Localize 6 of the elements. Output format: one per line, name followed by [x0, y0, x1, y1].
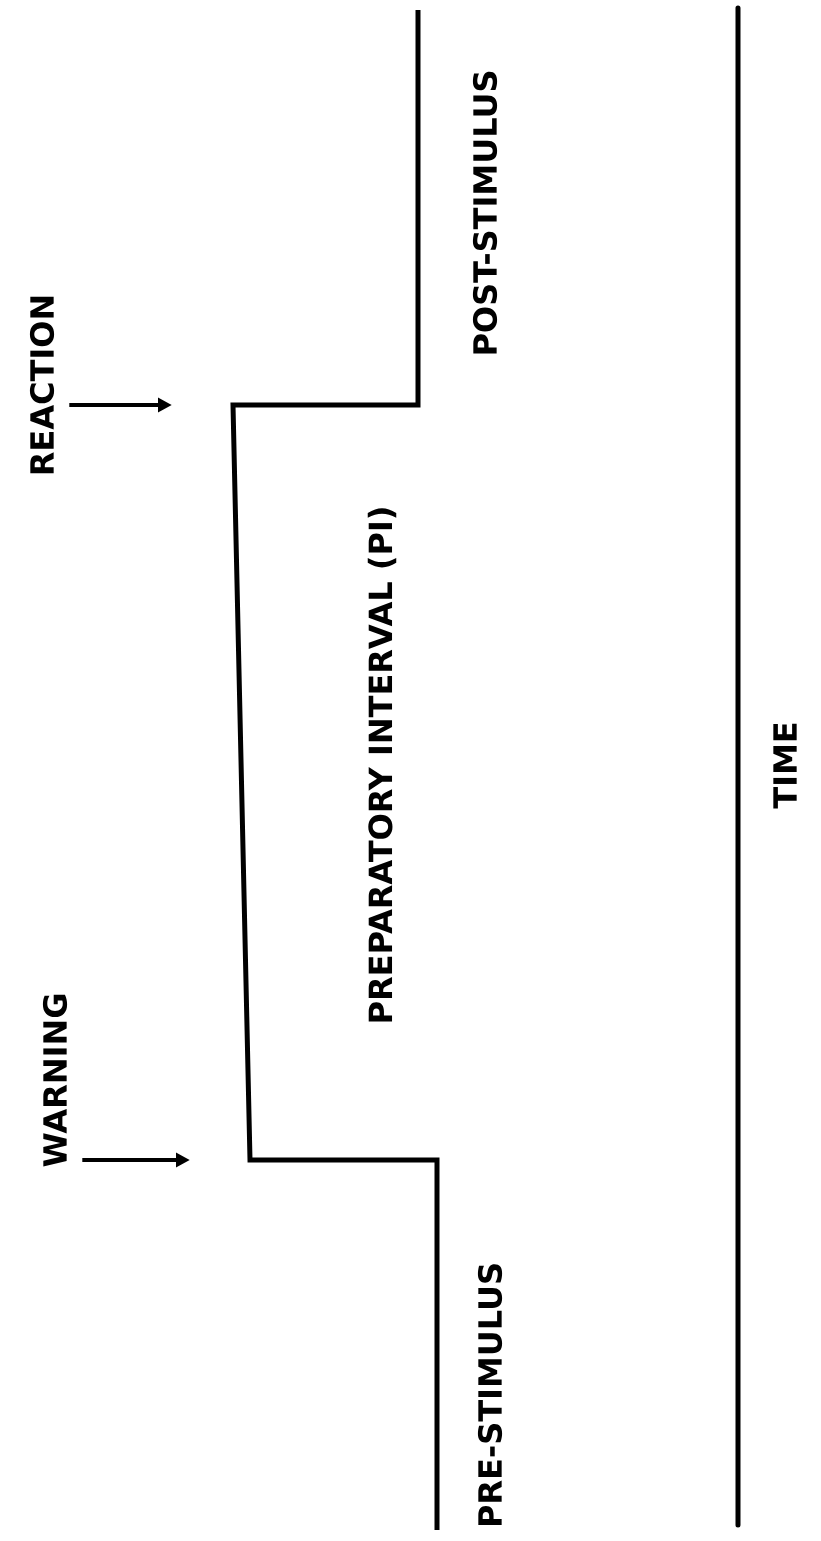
event-label: REACTION — [29, 296, 55, 474]
phase-label: PRE-STIMULUS — [477, 1264, 503, 1526]
phase-label: PREPARATORY INTERVAL (PI) — [367, 508, 397, 1022]
phase-label: POST-STIMULUS — [472, 71, 498, 354]
event-label: WARNING — [42, 994, 68, 1167]
phase-label: TIME — [773, 723, 797, 809]
